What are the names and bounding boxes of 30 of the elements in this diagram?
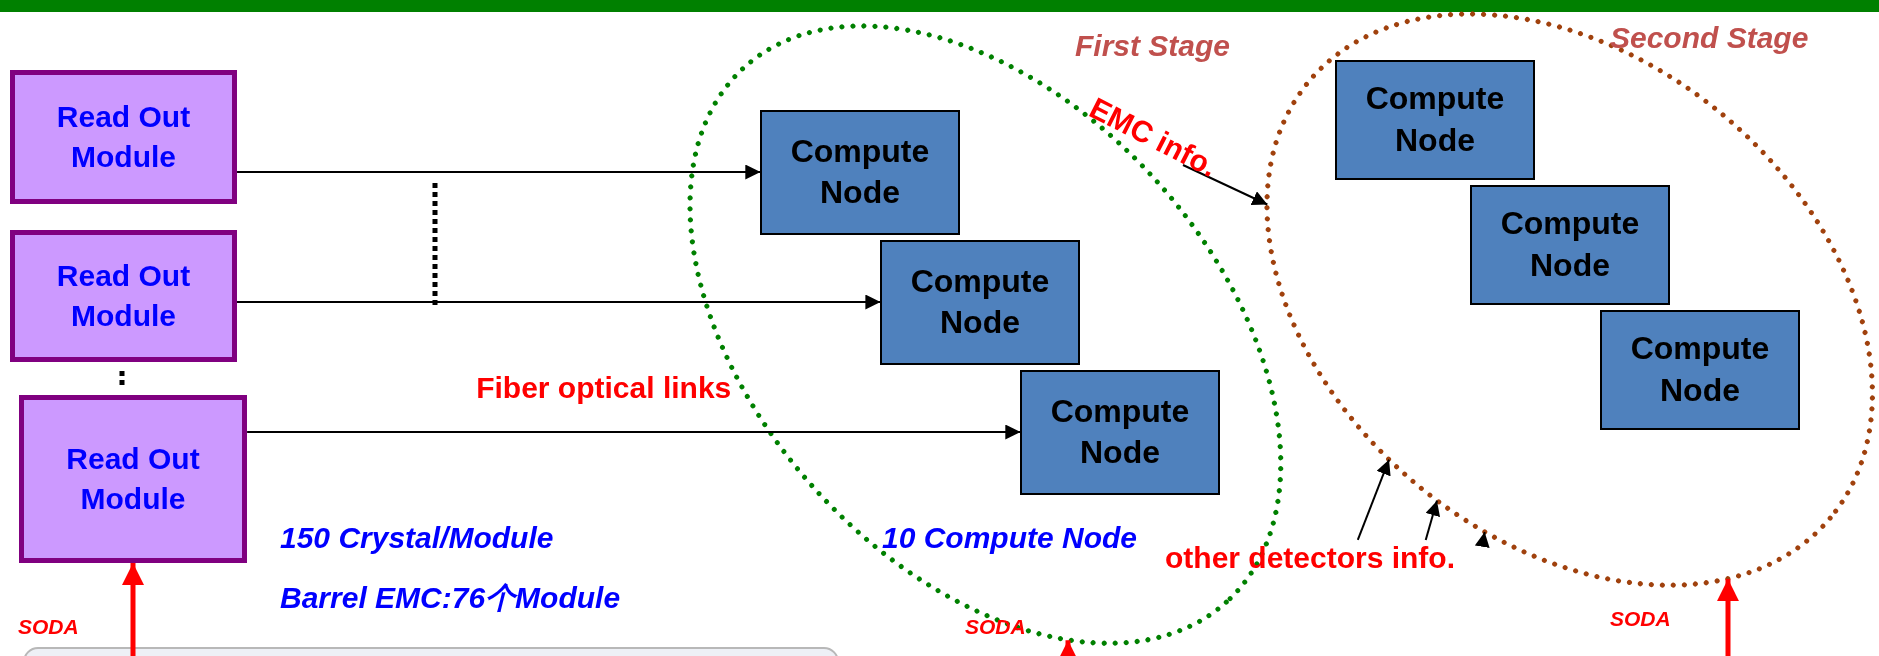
signal-label: SODA: [965, 614, 1026, 640]
arrow: [236, 294, 882, 310]
arrow: [246, 424, 1022, 440]
edge-label: EMC info.: [1083, 89, 1224, 185]
arrow: [1717, 579, 1739, 656]
compute-node-box: Compute Node: [1020, 370, 1220, 495]
module-box: Read Out Module: [19, 395, 247, 563]
compute-node-box: Compute Node: [1600, 310, 1800, 430]
compute-node-box: Compute Node: [1335, 60, 1535, 180]
note-text: 150 Crystal/Module: [280, 520, 554, 556]
arrow: [122, 563, 144, 656]
compute-node-box: Compute Node: [1470, 185, 1670, 305]
signal-label: SODA: [18, 614, 79, 640]
info-text: other detectors info.: [1165, 540, 1495, 580]
stage-title: First Stage: [1075, 28, 1231, 64]
module-box: Read Out Module: [10, 70, 237, 204]
arrow: [1057, 640, 1079, 656]
note-text: 10 Compute Node: [882, 520, 1138, 556]
arrow: [1424, 499, 1441, 541]
module-box: Read Out Module: [10, 230, 237, 362]
edge-label: Fiber optical links: [476, 370, 732, 406]
stage-title: Second Stage: [1610, 20, 1809, 56]
arrow: [1182, 164, 1269, 206]
signal-label: SODA: [1610, 606, 1671, 632]
compute-node-box: Compute Node: [880, 240, 1080, 365]
arrow: [1474, 531, 1490, 548]
arrow: [236, 164, 762, 180]
note-text: Barrel EMC:76个Module: [280, 580, 621, 616]
compute-node-box: Compute Node: [760, 110, 960, 235]
arrow: [1356, 458, 1391, 541]
